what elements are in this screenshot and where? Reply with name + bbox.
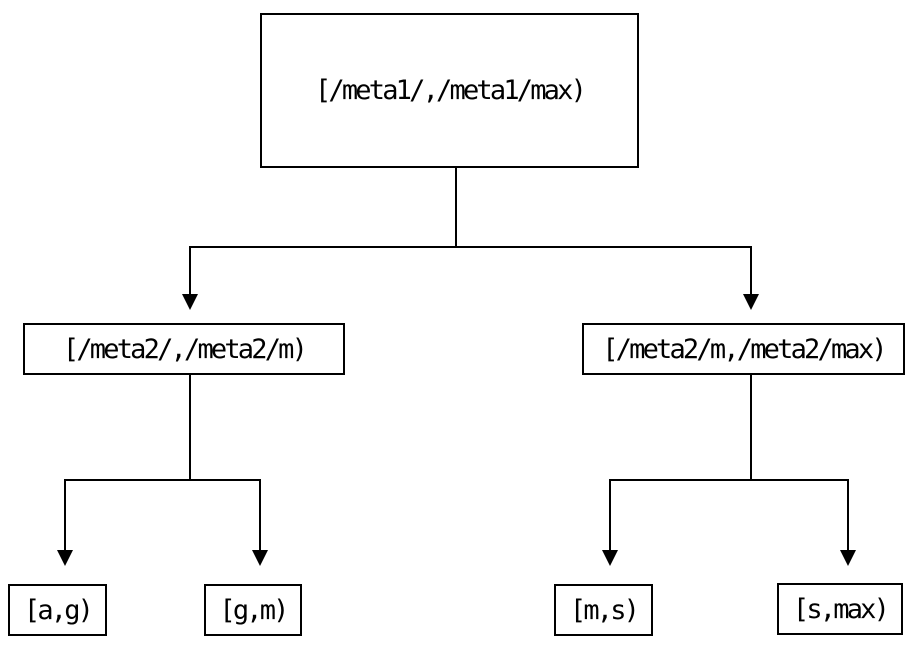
node-left-child-label: [/meta2/,/meta2/m) bbox=[62, 333, 308, 365]
node-leaf-gm-label: [g,m) bbox=[219, 594, 289, 626]
arrowhead-leaf-gm bbox=[252, 550, 268, 566]
node-leaf-ag: [a,g) bbox=[8, 584, 107, 636]
node-right-child-label: [/meta2/m,/meta2/max) bbox=[602, 333, 887, 365]
arrowhead-leaf-ms bbox=[602, 550, 618, 566]
arrowhead-leaf-ag bbox=[57, 550, 73, 566]
node-leaf-ag-label: [a,g) bbox=[23, 594, 94, 626]
node-leaf-ms-label: [m,s) bbox=[569, 594, 640, 626]
node-leaf-gm: [g,m) bbox=[204, 584, 302, 636]
node-leaf-smax-label: [s,max) bbox=[792, 593, 890, 625]
arrowhead-right-child bbox=[743, 294, 759, 310]
arrowhead-leaf-smax bbox=[840, 550, 856, 566]
node-left-child: [/meta2/,/meta2/m) bbox=[23, 323, 345, 375]
node-root-label: [/meta1/,/meta1/max) bbox=[314, 75, 587, 106]
node-leaf-smax: [s,max) bbox=[777, 583, 903, 635]
arrowhead-left-child bbox=[182, 294, 198, 310]
node-root: [/meta1/,/meta1/max) bbox=[260, 13, 639, 168]
node-right-child: [/meta2/m,/meta2/max) bbox=[582, 323, 905, 375]
node-leaf-ms: [m,s) bbox=[554, 584, 653, 636]
